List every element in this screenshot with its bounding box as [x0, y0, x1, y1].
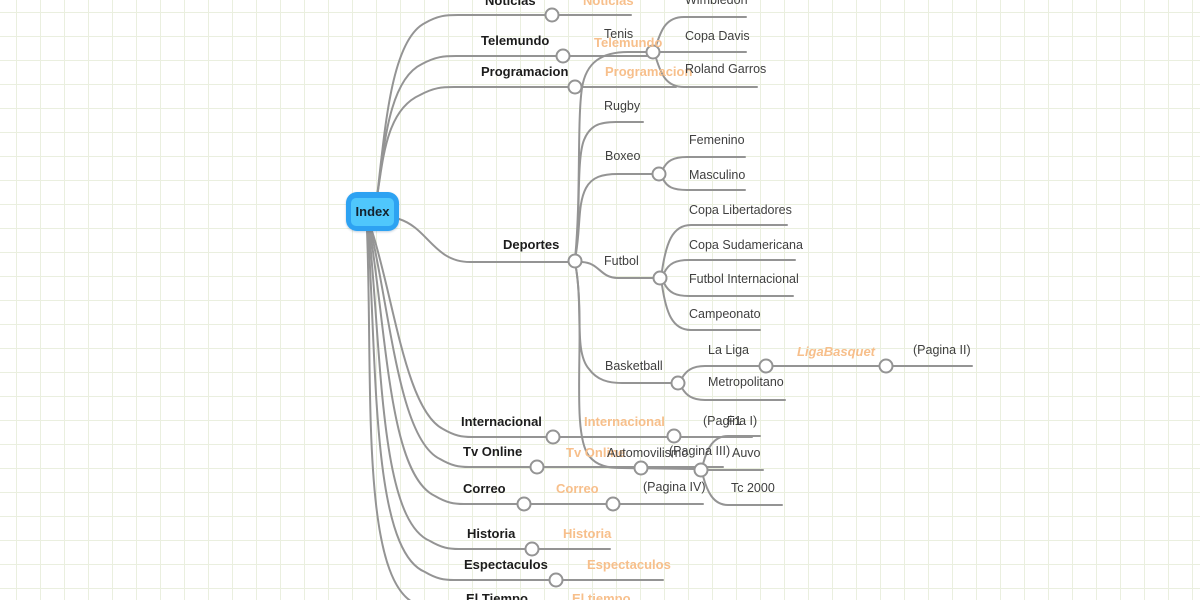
junction-dot-deportes[interactable] — [567, 253, 583, 269]
branch-line-copa-sudamericana — [663, 259, 796, 274]
link-label-tvonline[interactable]: Tv Online — [566, 445, 626, 460]
branch-line-espectaculos — [367, 230, 664, 581]
node-label-pagina-iii[interactable]: (Pagina III) — [669, 444, 731, 458]
branch-line-campeonato — [661, 284, 761, 331]
junction-dot-ligabasquet[interactable] — [878, 358, 894, 374]
junction-dot-tvonline-1[interactable] — [529, 459, 545, 475]
node-label-noticias[interactable]: Noticias — [485, 0, 536, 8]
node-label-programacion[interactable]: Programacion — [481, 64, 569, 79]
node-label-correo[interactable]: Correo — [463, 481, 506, 496]
junction-dot-programacion[interactable] — [567, 79, 583, 95]
branch-line-metropolitano — [681, 387, 786, 401]
link-label-noticias[interactable]: Noticias — [583, 0, 634, 8]
node-label-rugby[interactable]: Rugby — [604, 99, 641, 113]
node-label-automovilismo[interactable]: Automovilismo — [607, 446, 689, 460]
branch-line-wimbledon — [655, 16, 747, 47]
branch-line-programacion — [376, 86, 677, 198]
node-label-pagina-ii[interactable]: (Pagina II) — [913, 343, 971, 357]
link-label-eltiempo[interactable]: El tiempo — [572, 591, 631, 600]
branch-line-copa-libertadores — [661, 224, 788, 272]
root-node-label: Index — [355, 204, 390, 219]
node-label-tc2000[interactable]: Tc 2000 — [731, 481, 775, 495]
branch-line-noticias — [376, 14, 632, 198]
node-label-espectaculos[interactable]: Espectaculos — [464, 557, 548, 572]
junction-dot-noticias[interactable] — [544, 7, 560, 23]
node-label-la-liga[interactable]: La Liga — [708, 343, 750, 357]
junction-dot-internacional-1[interactable] — [545, 429, 561, 445]
branch-line-rugby — [574, 121, 644, 260]
node-label-pagina-iv[interactable]: (Pagina IV) — [643, 480, 706, 494]
root-node-inner: Index — [351, 197, 394, 226]
branch-line-tvonline — [370, 230, 724, 468]
branch-line-roland-garros — [655, 57, 758, 88]
branch-line-eltiempo — [366, 230, 412, 600]
node-label-historia[interactable]: Historia — [467, 526, 516, 541]
branch-line-internacional — [371, 230, 753, 438]
link-label-internacional[interactable]: Internacional — [584, 414, 665, 429]
link-label-espectaculos[interactable]: Espectaculos — [587, 557, 671, 572]
node-label-futbol-internacional[interactable]: Futbol Internacional — [689, 272, 799, 286]
node-label-femenino[interactable]: Femenino — [689, 133, 745, 147]
junction-dot-telemundo[interactable] — [555, 48, 571, 64]
junction-dot-espectaculos[interactable] — [548, 572, 564, 588]
branch-line-correo — [369, 230, 704, 505]
node-label-telemundo[interactable]: Telemundo — [481, 33, 550, 48]
branch-line-historia — [368, 230, 611, 550]
link-label-ligabasquet[interactable]: LigaBasquet — [797, 344, 876, 359]
node-label-tvonline[interactable]: Tv Online — [463, 444, 523, 459]
junction-dot-tenis[interactable] — [645, 44, 661, 60]
junction-dot-basketball[interactable] — [670, 375, 686, 391]
junction-dot-futbol[interactable] — [652, 270, 668, 286]
branch-line-tc2000 — [702, 475, 783, 506]
branch-line-futbol — [581, 261, 654, 279]
node-label-copa-davis[interactable]: Copa Davis — [685, 29, 750, 43]
branch-line-boxeo — [574, 173, 653, 260]
node-label-tenis[interactable]: Tenis — [604, 27, 634, 41]
junction-dot-historia[interactable] — [524, 541, 540, 557]
branch-line-futbol-internacional — [663, 282, 794, 297]
link-label-programacion[interactable]: Programacion — [605, 64, 693, 79]
junction-dot-correo-2[interactable] — [605, 496, 621, 512]
junction-dot-la-liga[interactable] — [758, 358, 774, 374]
link-label-telemundo[interactable]: Telemundo — [594, 35, 663, 50]
branch-line-la-liga — [681, 365, 973, 379]
branch-line-automovilismo — [575, 267, 695, 470]
node-label-basketball[interactable]: Basketball — [605, 359, 663, 373]
branch-line-masculino — [662, 178, 746, 191]
branch-line-femenino — [662, 156, 746, 170]
branch-line-telemundo — [376, 55, 650, 198]
node-label-deportes[interactable]: Deportes — [503, 237, 560, 252]
junction-dot-automovilismo[interactable] — [693, 462, 709, 478]
node-label-futbol[interactable]: Futbol — [604, 254, 639, 268]
node-label-eltiempo[interactable]: El Tiempo — [466, 591, 528, 600]
node-label-copa-libertadores[interactable]: Copa Libertadores — [689, 203, 792, 217]
node-label-roland-garros[interactable]: Roland Garros — [685, 62, 767, 76]
branch-line-f1 — [702, 435, 761, 465]
node-label-pagina-i[interactable]: (Pagina I) — [703, 414, 758, 428]
root-node-index[interactable]: Index — [346, 192, 399, 231]
node-label-wimbledon[interactable]: Wimbledon — [685, 0, 748, 7]
node-label-boxeo[interactable]: Boxeo — [605, 149, 641, 163]
link-label-historia[interactable]: Historia — [563, 526, 612, 541]
junction-dot-internacional-2[interactable] — [666, 428, 682, 444]
branch-line-deportes — [398, 218, 571, 263]
node-label-campeonato[interactable]: Campeonato — [689, 307, 761, 321]
junction-dot-correo-1[interactable] — [516, 496, 532, 512]
node-label-f1[interactable]: F1 — [727, 414, 742, 428]
node-label-metropolitano[interactable]: Metropolitano — [708, 375, 784, 389]
node-label-auvo[interactable]: Auvo — [732, 446, 761, 460]
junction-dot-tvonline-2[interactable] — [633, 460, 649, 476]
link-label-correo[interactable]: Correo — [556, 481, 599, 496]
junction-dot-boxeo[interactable] — [651, 166, 667, 182]
node-label-internacional[interactable]: Internacional — [461, 414, 542, 429]
node-label-masculino[interactable]: Masculino — [689, 168, 746, 182]
node-label-copa-sudamericana[interactable]: Copa Sudamericana — [689, 238, 803, 252]
